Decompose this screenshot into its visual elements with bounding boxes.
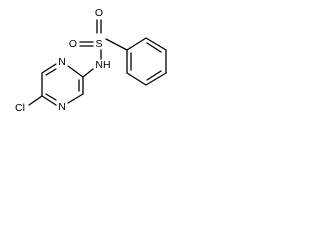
double-bond-inner: [146, 42, 162, 53]
oxygen-atom-label: O: [69, 38, 77, 50]
bond: [126, 72, 147, 86]
bond: [67, 93, 84, 104]
bond: [145, 37, 167, 51]
bond-nh-pyrimidine: [82, 68, 94, 78]
bond: [41, 63, 57, 74]
structure-diagram: S O O NH N N Cl: [15, 7, 167, 114]
sulfur-atom-label: S: [95, 38, 102, 50]
bond: [41, 95, 57, 106]
bond: [126, 37, 147, 51]
double-bond-inner: [45, 68, 57, 76]
bond: [145, 72, 167, 86]
double-bond-inner: [45, 93, 57, 101]
ring-nitrogen-label: N: [58, 56, 66, 68]
chlorine-atom-label: Cl: [15, 102, 25, 114]
double-bond-inner: [146, 70, 162, 81]
bond: [67, 65, 84, 78]
bond-s-phenyl: [105, 38, 128, 51]
pyrimidine-ring: [41, 63, 84, 106]
bond-c-cl: [28, 95, 43, 106]
oxygen-atom-label: O: [95, 7, 103, 19]
nh-atom-label: NH: [95, 59, 110, 71]
benzene-ring: [126, 37, 167, 86]
ring-nitrogen-label: N: [58, 101, 66, 113]
